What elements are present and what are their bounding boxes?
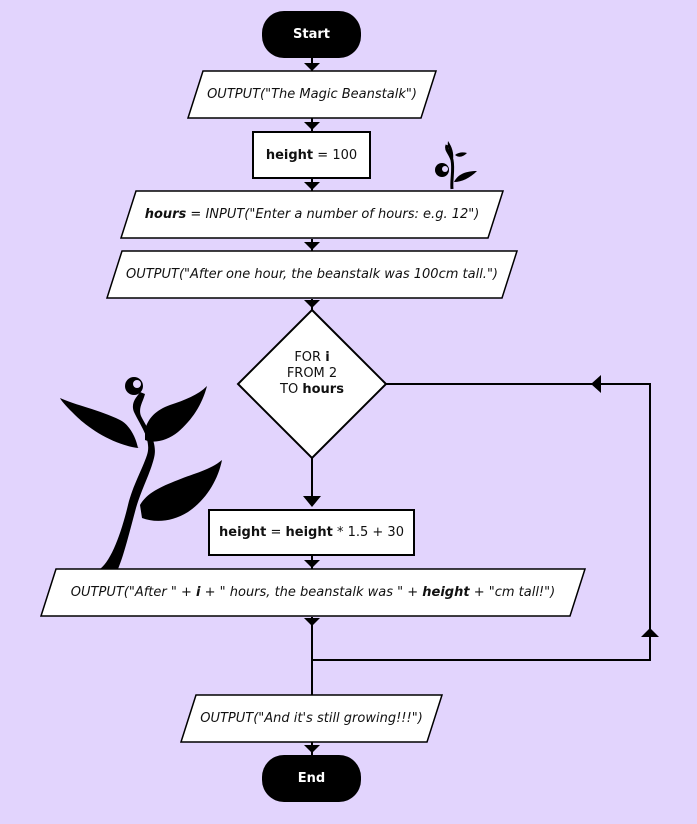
output-title-text: OUTPUT("The Magic Beanstalk") (207, 87, 417, 102)
set-height-node: height = 100 (252, 131, 371, 179)
output-loop-node: OUTPUT("After " + i + " hours, the beans… (41, 569, 585, 616)
loop-var-i: i (325, 350, 330, 365)
end-label: End (297, 771, 326, 786)
beanstalk-plant-icon (60, 377, 222, 569)
arrowheads (303, 63, 659, 753)
update-eq: = (266, 525, 286, 540)
out-loop-var-height: height (422, 585, 470, 600)
input-hours-node: hours = INPUT("Enter a number of hours: … (121, 191, 503, 238)
out-loop-var-i: i (196, 585, 201, 600)
height-var: height (265, 147, 314, 163)
input-hours-shape (119, 190, 505, 239)
loop-decision-node: FOR i FROM 2 TO hours (258, 344, 366, 404)
update-source-var: height (285, 525, 333, 540)
output-title-shape (186, 70, 438, 119)
set-height-rest: = 100 (313, 147, 358, 163)
loop-from-label: FROM 2 (286, 366, 338, 381)
update-target-var: height (219, 525, 267, 540)
output-title-node: OUTPUT("The Magic Beanstalk") (188, 71, 436, 118)
loop-to-label: TO (280, 382, 303, 397)
loop-for-label: FOR (294, 350, 326, 365)
update-height-node: height = height * 1.5 + 30 (208, 509, 415, 556)
output-first-text: OUTPUT("After one hour, the beanstalk wa… (125, 267, 498, 282)
small-sprout-icon (435, 141, 477, 190)
out-loop-p3: + "cm tall!") (469, 585, 556, 600)
out-loop-p2: + " hours, the beanstalk was " + (200, 585, 423, 600)
output-loop-shape (39, 568, 587, 617)
out-loop-p1: OUTPUT("After " + (70, 585, 197, 600)
hours-var: hours (144, 207, 187, 222)
end-terminal: End (262, 755, 361, 802)
output-final-shape (179, 694, 444, 743)
update-rest: * 1.5 + 30 (332, 525, 404, 540)
loop-var-hours: hours (302, 382, 344, 397)
output-first-shape (105, 250, 519, 299)
output-final-text: OUTPUT("And it's still growing!!!") (200, 711, 423, 726)
output-first-node: OUTPUT("After one hour, the beanstalk wa… (107, 251, 517, 298)
start-terminal: Start (262, 11, 361, 58)
input-hours-rest: = INPUT("Enter a number of hours: e.g. 1… (186, 207, 480, 222)
output-final-node: OUTPUT("And it's still growing!!!") (181, 695, 442, 742)
loop-decision-shape (236, 308, 388, 460)
start-label: Start (293, 27, 330, 42)
